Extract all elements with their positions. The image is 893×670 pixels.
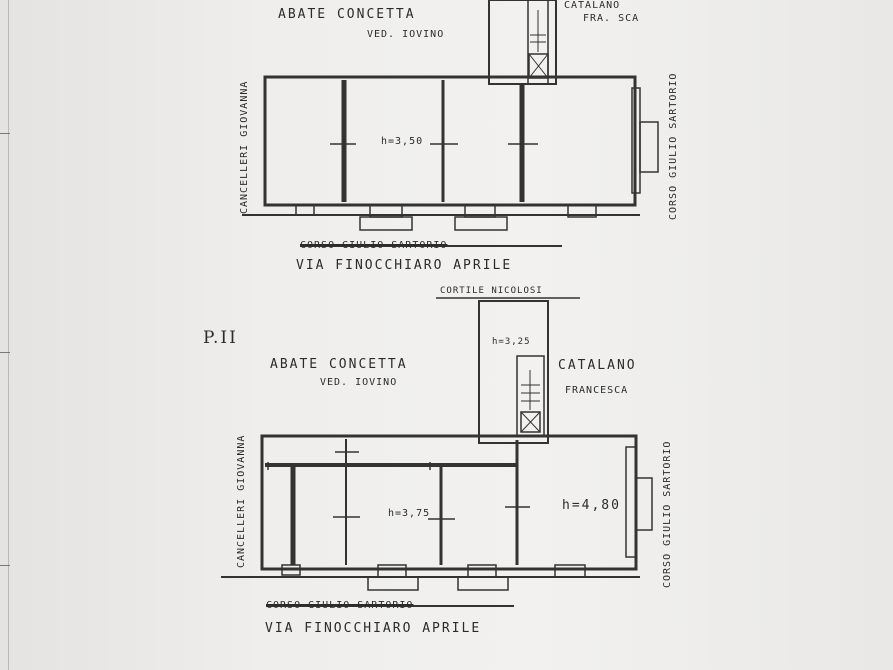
plan2-stair-height: h=3,25 [492,337,531,347]
plan1-owner-sub: VED. IOVINO [367,29,445,40]
margin-tick [0,352,10,353]
plan1-neighbor-sub: FRA. SCA [583,13,640,24]
plan2-floor-label: P.II [203,328,238,348]
stair-shaft [478,300,549,444]
plan2-owner-sub: VED. IOVINO [320,377,398,388]
plan1-owner-name: ABATE CONCETTA [278,7,416,22]
outer-walls [263,75,637,207]
plan1-neighbor-name: CATALANO [564,0,621,11]
plan2-old-street-name: CORSO GIULIO SARTORIO [266,600,414,611]
plan1-old-street-name: CORSO GIULIO SARTORIO [300,240,448,251]
plan1-street-name: VIA FINOCCHIARO APRILE [296,258,513,273]
plan2-owner-name: ABATE CONCETTA [270,357,408,372]
plan2-room-height: h=3,75 [388,508,431,519]
plan2-left-street: CANCELLERI GIOVANNA [236,434,247,568]
plan2-neighbor-name: CATALANO [558,358,637,373]
margin-tick [0,565,10,566]
plan2-courtyard: CORTILE NICOLOSI [440,286,543,296]
plan2-right-street: CORSO GIULIO SARTORIO [662,440,673,588]
plan1-room-height: h=3,50 [381,136,424,147]
paper-fold-line [8,0,9,670]
plan2-neighbor-sub: FRANCESCA [565,385,629,396]
plan2-street-name: VIA FINOCCHIARO APRILE [265,621,482,636]
margin-tick [0,133,10,134]
plan2-right-room-height: h=4,80 [562,498,621,513]
